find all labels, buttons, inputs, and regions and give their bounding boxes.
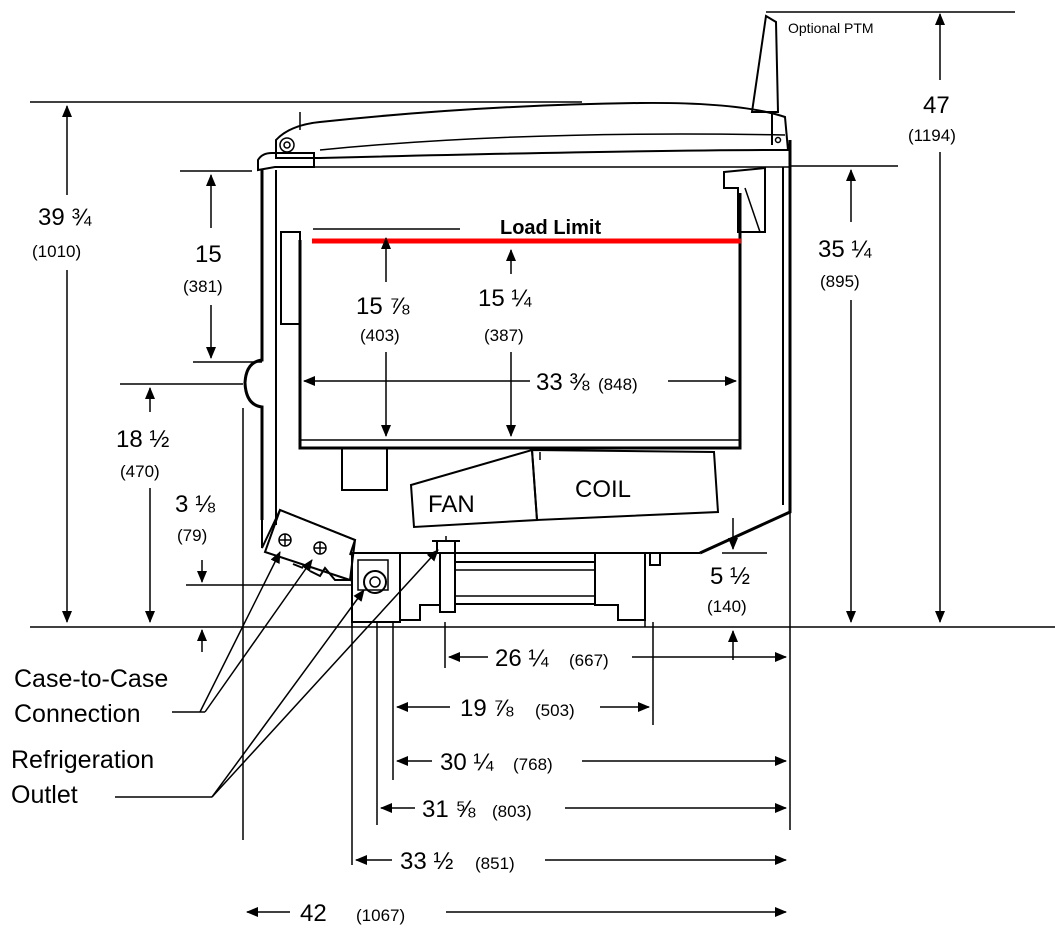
coil-label: COIL [575, 476, 631, 503]
dim-5-mm: (140) [707, 597, 747, 616]
dim-31-in: 31 ⅝ [422, 796, 476, 823]
dim-26-mm: (667) [569, 651, 609, 670]
dim-3-in: 3 ⅛ [175, 491, 216, 518]
dim-26-in: 26 ¼ [495, 645, 549, 672]
dim-19-in: 19 ⅞ [460, 695, 514, 722]
ptm-sign [750, 11, 1015, 145]
load-limit-label: Load Limit [500, 217, 601, 239]
dim-15-mm: (381) [183, 277, 223, 296]
case-body [243, 101, 792, 627]
dim-42-mm: (1067) [356, 906, 405, 925]
dim-15-78-in: 15 ⅞ [356, 293, 410, 320]
dim-15-in: 15 [195, 241, 222, 268]
dim-31-mm: (803) [492, 802, 532, 821]
dim-5-in: 5 ½ [710, 563, 750, 590]
dim-39-mm: (1010) [32, 242, 81, 261]
dim-33-12-in: 33 ½ [400, 848, 453, 875]
dim-39-in: 39 ¾ [38, 204, 92, 231]
dim-15-14-mm: (387) [484, 326, 524, 345]
dim-18-mm: (470) [120, 462, 160, 481]
dim-15-14-in: 15 ¼ [478, 285, 532, 312]
dim-15-78-mm: (403) [360, 326, 400, 345]
dim-30-mm: (768) [513, 755, 553, 774]
refrigeration-label-line2: Outlet [11, 781, 78, 809]
dim-30-in: 30 ¼ [440, 749, 494, 776]
dim-35-in: 35 ¼ [818, 236, 872, 263]
fan-label: FAN [428, 491, 475, 518]
case-to-case-label-line2: Connection [14, 700, 140, 728]
optional-ptm-label: Optional PTM [788, 20, 874, 36]
dim-18-in: 18 ½ [116, 426, 169, 453]
dim-33-38-in: 33 ⅜ [536, 369, 590, 396]
dim-33-38-mm: (848) [598, 375, 638, 394]
refrigeration-leader-1 [211, 589, 365, 798]
refrigeration-label-line1: Refrigeration [11, 746, 154, 774]
case-to-case-leader-3 [204, 559, 313, 713]
dim-35-mm: (895) [820, 272, 860, 291]
dim-3-mm: (79) [177, 526, 207, 545]
dim-19-mm: (503) [535, 701, 575, 720]
case-to-case-label-line1: Case-to-Case [14, 665, 168, 693]
dim-42-in: 42 [300, 900, 327, 927]
dim-33-12-mm: (851) [475, 854, 515, 873]
dim-47-mm: (1194) [908, 126, 956, 145]
refrigeration-leader-2 [211, 549, 439, 798]
dim-47-in: 47 [923, 92, 950, 119]
case-to-case-leader-1 [199, 551, 281, 713]
